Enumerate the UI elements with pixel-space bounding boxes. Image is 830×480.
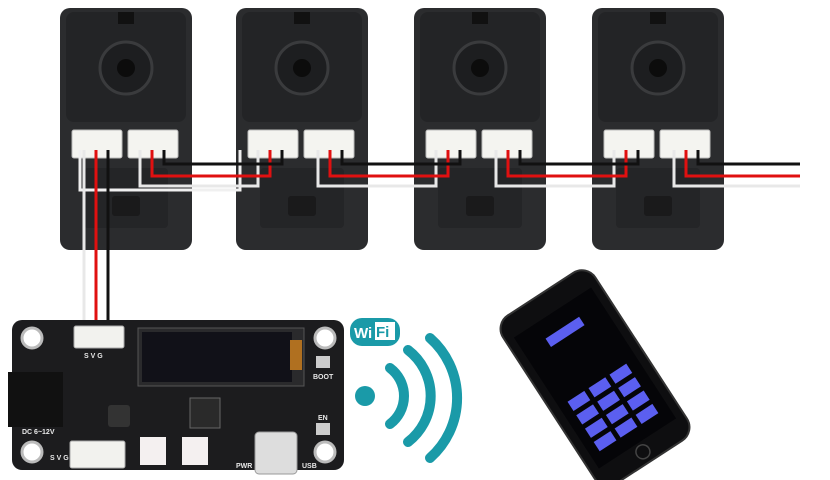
phone-app-button [588,377,612,398]
servo-chain [58,6,726,252]
phone-app-button [626,390,650,411]
smartphone [499,269,691,480]
top-connector-label: S V G [84,353,103,360]
phone-app-button [584,417,608,438]
servo-motor [412,6,548,252]
boot-button[interactable] [316,356,330,368]
bottom-connector-label: S V G [50,455,69,462]
dc-label: DC 6~12V [22,429,55,436]
servo-driver-board: S V G DC 6~12V BOOT EN S V G PWR USB [8,320,344,475]
phone-app-button [605,404,629,425]
en-button[interactable] [316,423,330,435]
servo-motor [590,6,726,252]
rgb-led [140,437,166,465]
phone-app-button [614,417,638,438]
phone-app-button [576,404,600,425]
phone-app-button [635,403,659,425]
wire-white [78,150,242,192]
en-label: EN [318,415,328,422]
wifi-logo-right: Fi [376,324,389,341]
servo-connector-top [73,325,125,349]
phone-home-button [635,444,651,460]
phone-app-button [609,363,633,384]
wire-white-chain [138,150,800,188]
wire-red-chain [150,150,800,178]
usb-label: USB [302,463,317,470]
pwr-label: PWR [236,463,252,470]
phone-app-button [567,390,591,412]
phone-app-button [597,390,620,411]
wifi-icon: Wi Fi [350,318,463,463]
phone-app-button-grid [567,363,659,452]
phone-app-button [593,431,617,452]
mount-hole [313,440,337,464]
phone-app-button [618,377,641,398]
mount-hole [20,326,44,350]
usb-c-port [254,431,298,475]
phone-app-button [545,316,585,347]
boot-label: BOOT [313,374,334,381]
wire-black-chain [162,150,800,166]
inductor [108,405,130,427]
mount-hole [20,440,44,464]
bus-wires [78,150,800,330]
mount-hole [313,326,337,350]
rgb-led [182,437,208,465]
mcu-chip [189,397,221,429]
servo-motor [58,6,194,252]
wifi-logo-left: Wi [354,325,372,342]
dc-jack [8,372,63,427]
servo-motor [234,6,370,252]
servo-connector-bottom [69,440,126,469]
